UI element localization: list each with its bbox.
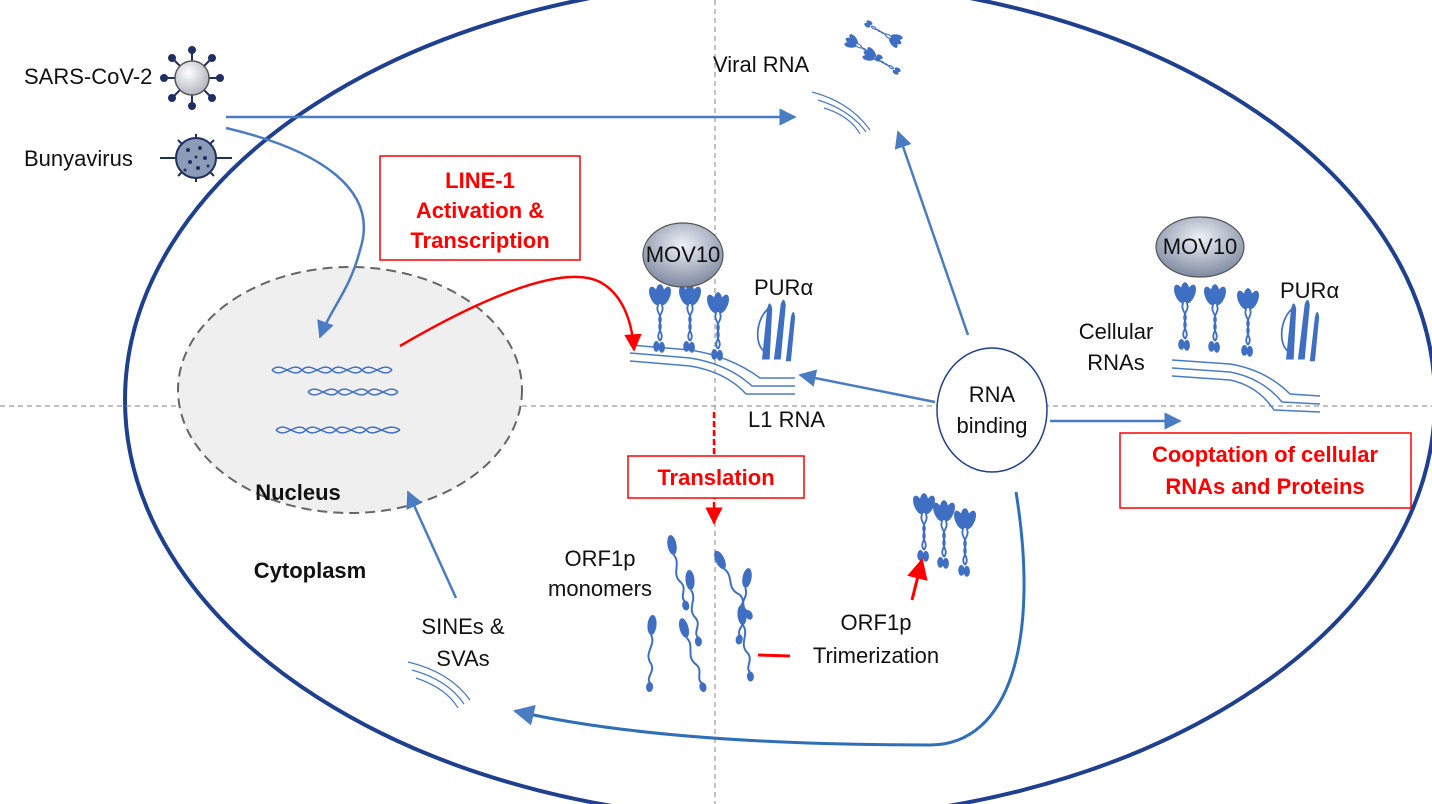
trimerization-dash [757,653,791,658]
cooptation-label-2: RNAs and Proteins [1165,474,1364,499]
translation-label: Translation [657,465,774,490]
mov10-left-label: MOV10 [646,242,721,267]
sines-label-2: SVAs [436,646,489,671]
bunyavirus-label: Bunyavirus [24,146,133,171]
dna-helix-icon [271,366,401,434]
viral-rna-icon [811,15,906,135]
orf1p-trimerization-label-1: ORF1p [841,610,912,635]
rna-binding-node [936,347,1048,473]
arrow-sines-to-nucleus [406,490,458,599]
orf1p-trimerization-label-2: Trimerization [813,643,939,668]
arrow-transcription [399,275,642,352]
sines-rna-icon [407,661,471,709]
arrow-binding-to-viral-rna [894,130,970,336]
arrow-binding-to-sines [512,491,1026,747]
l1-rna-complex [629,283,797,395]
mov10-protein-right [1155,216,1245,278]
translation-box [627,455,805,499]
cooptation-label-1: Cooptation of cellular [1152,442,1379,467]
sars-cov-2-label: SARS-CoV-2 [24,64,152,89]
orf1p-monomers-icon [640,533,757,695]
viral-rna-label: Viral RNA [713,52,810,77]
orf1p-monomers-label-1: ORF1p [565,546,636,571]
line1-label-2: Activation & [416,198,544,223]
bunyavirus-icon [160,134,232,182]
mov10-right-label: MOV10 [1163,234,1238,259]
sines-label-1: SINEs & [421,614,504,639]
cellular-rnas-label-1: Cellular [1079,319,1154,344]
mov10-protein-left [642,222,724,288]
sars-cov-2-virus-icon [160,46,224,110]
cellular-rna-complex [1170,281,1321,413]
line1-label-3: Transcription [410,228,549,253]
cytoplasm-label: Cytoplasm [254,558,366,583]
line1-label-1: LINE-1 [445,168,515,193]
arrow-virus-to-nucleus [225,126,366,339]
l1-rna-label: L1 RNA [748,407,825,432]
arrow-binding-to-l1 [798,369,936,404]
pur-alpha-right-label: PURα [1280,278,1339,303]
rna-binding-label-2: binding [957,413,1028,438]
cell-membrane [123,0,1432,804]
rna-binding-label-1: RNA [969,382,1016,407]
cellular-rnas-label-2: RNAs [1087,350,1144,375]
arrow-trimerization [907,557,928,601]
orf1p-monomers-label-2: monomers [548,576,652,601]
nucleus-label: Nucleus [255,480,341,505]
cooptation-box [1119,432,1412,509]
pur-alpha-left-label: PURα [754,275,813,300]
line1-box [379,155,581,261]
